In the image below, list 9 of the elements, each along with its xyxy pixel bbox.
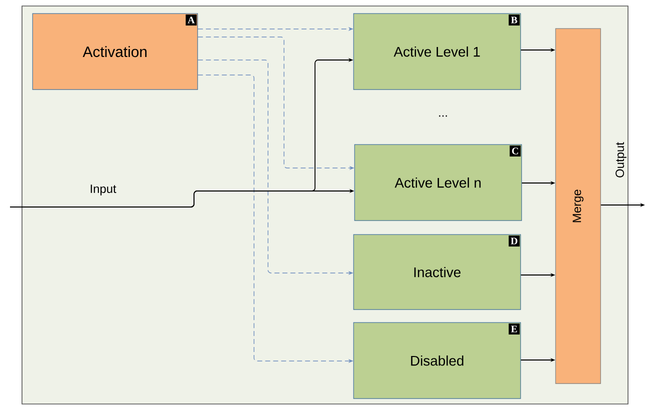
letter-badge: C — [510, 146, 521, 156]
letter-badge: A — [186, 14, 197, 26]
letter-badge: E — [508, 324, 520, 334]
edge-label: Output — [614, 141, 628, 179]
edge-label: Input — [88, 184, 118, 196]
ellipsis-label: ... — [439, 115, 447, 117]
letter-badge: B — [508, 14, 520, 26]
merge-bar: Merge — [555, 28, 601, 384]
letter-badge: D — [508, 236, 520, 246]
